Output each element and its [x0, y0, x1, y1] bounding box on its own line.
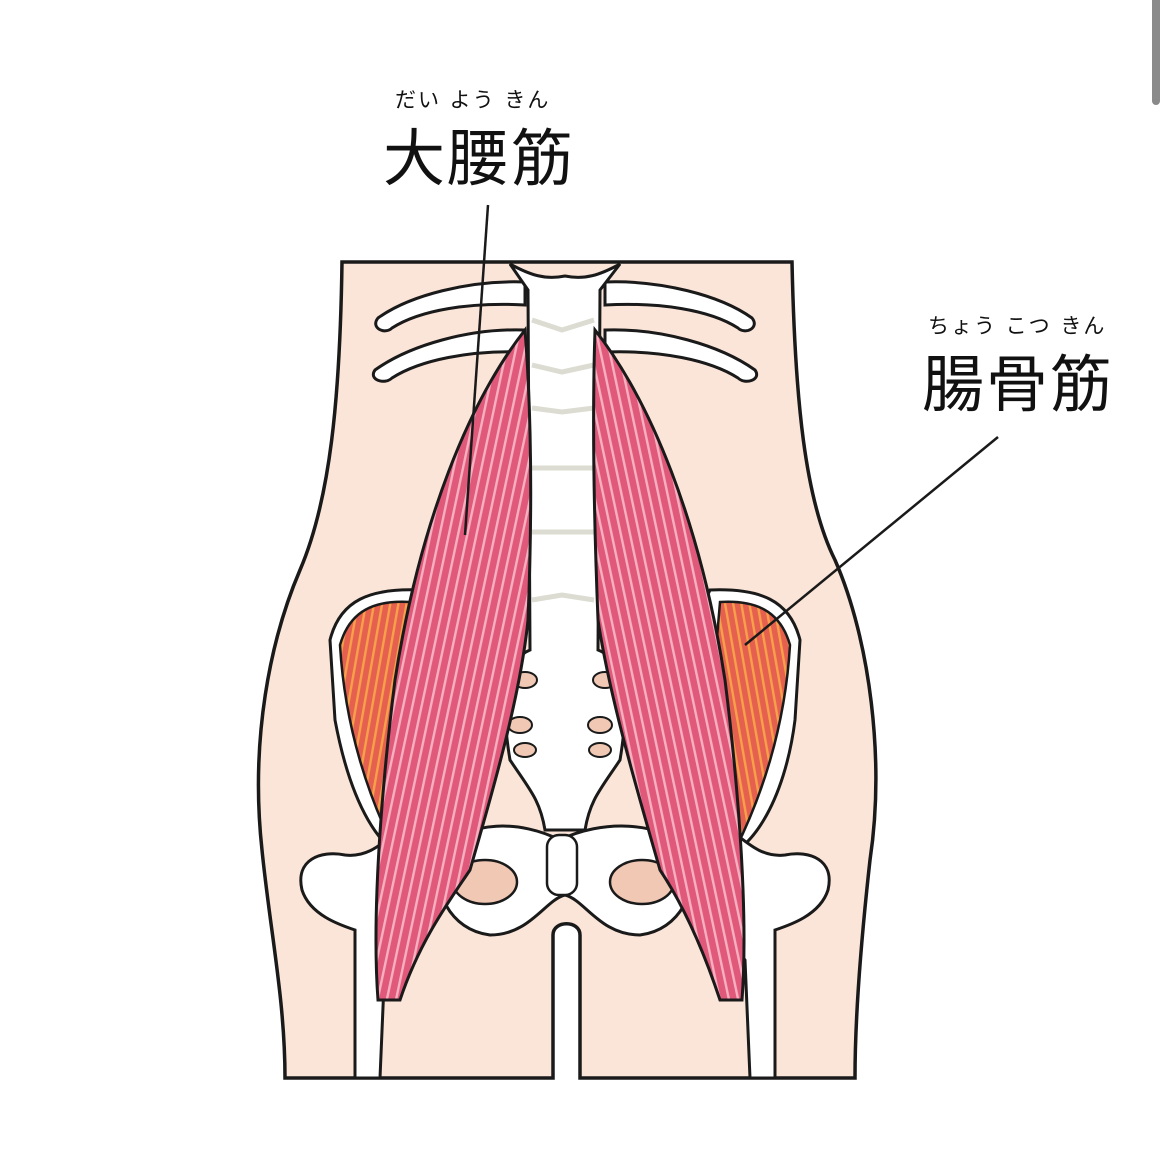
iliacus-label: 腸骨筋 [922, 348, 1115, 421]
psoas-furigana: だい よう きん [395, 88, 551, 112]
ribs [371, 280, 759, 383]
left-psoas-muscle [374, 326, 533, 1002]
right-psoas-muscle [592, 325, 746, 1002]
iliacus-leader-line [744, 436, 999, 646]
pubic-symphysis [545, 833, 579, 897]
psoas-label: 大腰筋 [383, 122, 576, 195]
vertebra-gaps [531, 317, 595, 603]
psoas-leader-line [463, 204, 490, 536]
iliacus-furigana: ちょう こつ きん [928, 314, 1107, 338]
scrollbar[interactable] [1152, 0, 1160, 105]
